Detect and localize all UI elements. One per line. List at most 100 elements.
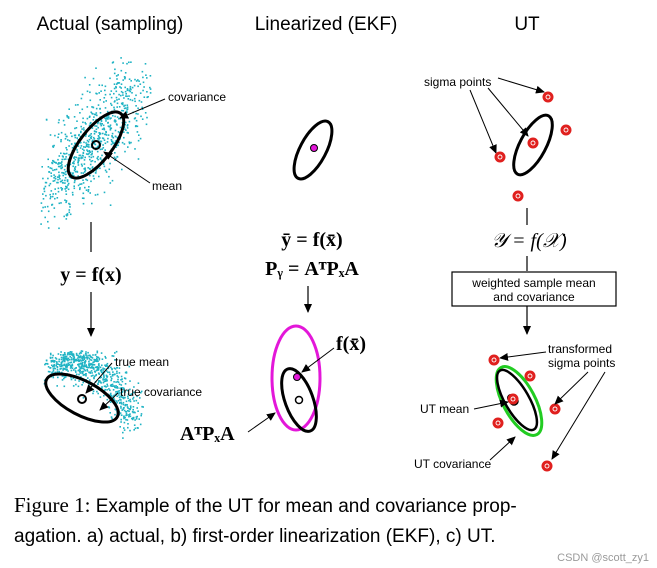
scatter-dot: [89, 354, 91, 357]
scatter-dot: [72, 369, 75, 371]
scatter-dot: [123, 427, 125, 429]
scatter-dot: [92, 106, 95, 109]
scatter-dot: [141, 108, 144, 110]
scatter-dot: [109, 385, 112, 387]
scatter-dot: [125, 412, 128, 415]
scatter-dot: [50, 353, 52, 356]
scatter-dot: [97, 145, 99, 148]
scatter-dot: [64, 138, 67, 140]
scatter-dot: [143, 96, 146, 98]
scatter-dot: [126, 127, 129, 129]
scatter-dot: [113, 398, 115, 401]
scatter-dot: [84, 156, 86, 159]
scatter-dot: [123, 131, 125, 133]
scatter-dot: [65, 147, 67, 149]
scatter-dot: [127, 393, 130, 395]
scatter-dot: [129, 413, 131, 415]
scatter-dot: [77, 157, 80, 159]
scatter-dot: [102, 369, 105, 371]
scatter-dot: [103, 165, 106, 168]
scatter-dot: [125, 418, 127, 421]
scatter-dot: [109, 93, 111, 96]
scatter-dot: [50, 172, 52, 174]
scatter-dot: [120, 421, 122, 423]
scatter-dot: [82, 121, 84, 124]
scatter-dot: [107, 371, 109, 374]
scatter-dot: [122, 431, 124, 434]
scatter-dot: [79, 187, 81, 189]
scatter-dot: [98, 380, 100, 382]
scatter-dot: [55, 358, 58, 360]
scatter-dot: [119, 426, 121, 428]
scatter-dot: [143, 86, 145, 88]
scatter-dot: [49, 182, 52, 185]
ekf-mean-label: f(x̄): [336, 333, 366, 355]
scatter-dot: [89, 99, 92, 102]
sigma-point-center: [527, 373, 533, 379]
scatter-dot: [122, 389, 125, 391]
scatter-dot: [96, 368, 99, 370]
scatter-dot: [81, 372, 84, 375]
scatter-dot: [57, 178, 59, 181]
scatter-dot: [66, 114, 68, 117]
scatter-dot: [91, 363, 94, 366]
scatter-dot: [103, 127, 105, 130]
scatter-dot: [97, 122, 99, 125]
scatter-dot: [100, 376, 103, 379]
scatter-dot: [47, 370, 50, 373]
scatter-dot: [60, 365, 63, 368]
scatter-dot: [116, 106, 118, 108]
scatter-dot: [58, 171, 60, 174]
scatter-dot: [112, 389, 115, 391]
scatter-dot: [99, 99, 101, 101]
scatter-dot: [82, 182, 85, 184]
scatter-dot: [85, 354, 87, 357]
scatter-dot: [78, 368, 81, 370]
scatter-dot: [128, 410, 130, 413]
scatter-dot: [110, 102, 112, 105]
scatter-dot: [53, 174, 55, 176]
scatter-dot: [102, 379, 104, 381]
scatter-dot: [84, 360, 87, 362]
scatter-dot: [91, 367, 93, 369]
scatter-dot: [99, 167, 101, 170]
scatter-dot: [61, 171, 63, 174]
scatter-dot: [106, 383, 108, 386]
scatter-dot: [53, 367, 56, 369]
scatter-dot: [91, 112, 93, 115]
scatter-dot: [92, 136, 95, 139]
scatter-dot: [127, 407, 129, 409]
scatter-dot: [121, 378, 123, 380]
scatter-dot: [57, 187, 60, 190]
scatter-dot: [61, 189, 63, 191]
scatter-dot: [116, 375, 119, 377]
scatter-dot: [89, 91, 91, 94]
scatter-dot: [104, 117, 106, 119]
scatter-dot: [112, 371, 114, 373]
scatter-dot: [60, 167, 62, 170]
scatter-dot: [88, 365, 91, 367]
scatter-dot: [47, 366, 50, 368]
scatter-dot: [96, 157, 98, 160]
scatter-dot: [56, 385, 58, 387]
scatter-dot: [72, 161, 74, 164]
scatter-dot: [74, 179, 76, 182]
scatter-dot: [123, 415, 125, 417]
scatter-dot: [129, 408, 131, 411]
scatter-dot: [126, 95, 128, 98]
scatter-dot: [67, 139, 69, 141]
scatter-dot: [110, 143, 113, 146]
scatter-dot: [96, 351, 99, 354]
scatter-dot: [81, 165, 83, 167]
scatter-dot: [135, 80, 138, 82]
scatter-dot: [129, 87, 132, 90]
sigma-pointer-3: [469, 89, 497, 154]
scatter-dot: [98, 84, 101, 86]
scatter-dot: [78, 133, 80, 136]
scatter-dot: [65, 355, 68, 358]
scatter-dot: [87, 145, 89, 148]
sigma-point-center: [544, 463, 550, 469]
scatter-dot: [78, 356, 80, 358]
scatter-dot: [106, 117, 109, 120]
scatter-dot: [80, 376, 82, 378]
